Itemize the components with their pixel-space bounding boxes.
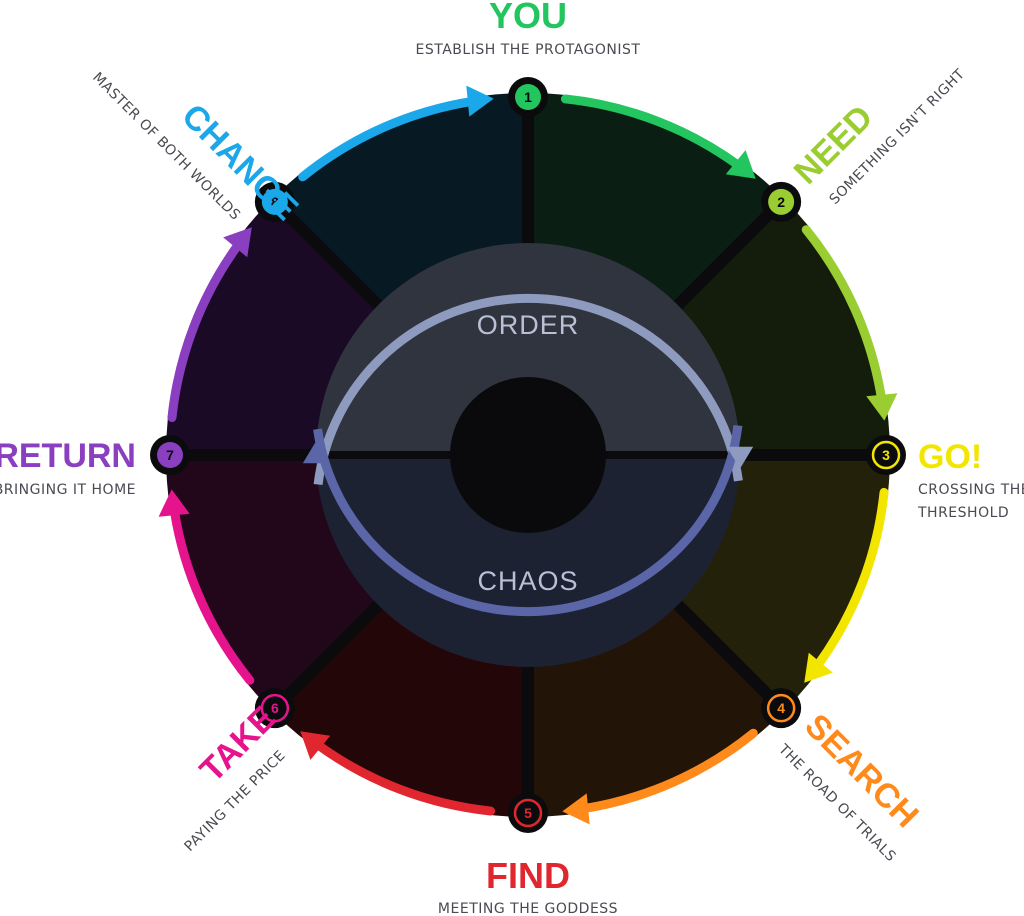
stage-8-arc <box>298 96 477 182</box>
stage-3-arc <box>813 487 889 670</box>
stage-nodes: 1 2 3 4 5 6 7 8 <box>150 77 906 833</box>
stage-1-arc <box>560 94 743 170</box>
stage-3-subtitle-line-2: THRESHOLD <box>917 505 1009 521</box>
stage-4-arrowhead <box>562 793 590 825</box>
stage-3-subtitle-line-1: CROSSING THE <box>918 482 1024 498</box>
stage-5-title: FIND <box>486 855 570 896</box>
chaos-arrowhead <box>302 441 330 464</box>
stage-7-number: 7 <box>166 447 174 463</box>
stage-1-node: 1 <box>508 77 548 117</box>
stage-8-number: 8 <box>271 194 279 210</box>
order-half <box>316 243 740 455</box>
stage-7-node: 7 <box>150 435 190 475</box>
stage-3-number: 3 <box>882 447 890 463</box>
stage-7-arrowhead <box>223 227 252 258</box>
stage-5-arrowhead <box>300 731 331 760</box>
order-label: ORDER <box>477 310 580 340</box>
stage-5-arc <box>313 740 496 816</box>
stage-6-node: 6 <box>254 688 295 729</box>
chaos-label: CHAOS <box>477 566 578 596</box>
stage-1-arrowhead <box>725 150 756 179</box>
stage-4-arc <box>579 728 758 814</box>
stage-7-subtitle: BRINGING IT HOME <box>0 482 136 498</box>
stage-3-node: 3 <box>866 435 906 475</box>
stage-7-title: RETURN <box>0 437 136 475</box>
stage-5-node: 5 <box>508 793 548 833</box>
center-hub <box>450 377 606 533</box>
stage-5-subtitle: MEETING THE GODDESS <box>438 901 618 916</box>
chaos-half <box>316 455 740 667</box>
stage-6-number: 6 <box>271 700 279 716</box>
stage-2-arc <box>801 225 887 404</box>
stage-6-arc <box>169 506 255 685</box>
stage-6-arrowhead <box>158 489 190 517</box>
stage-3-arrowhead <box>804 652 833 683</box>
stage-arc-arrows <box>158 85 898 825</box>
order-arrowhead <box>726 446 754 469</box>
stage-3-title: GO! <box>918 438 982 476</box>
stage-2-arrowhead <box>866 393 898 421</box>
stage-1-number: 1 <box>524 89 532 105</box>
stage-1-title: YOU <box>489 0 567 36</box>
stage-8-arrowhead <box>466 85 494 117</box>
stage-4-number: 4 <box>777 700 785 716</box>
stage-2-number: 2 <box>777 194 785 210</box>
center-disc: ORDER CHAOS <box>302 243 754 667</box>
chaos-ring-arrow <box>313 424 743 617</box>
order-ring-arrow <box>313 293 743 486</box>
stage-4-node: 4 <box>761 688 802 729</box>
stage-2-node: 2 <box>761 181 802 222</box>
stage-5-number: 5 <box>524 805 532 821</box>
stage-7-arc <box>167 240 243 423</box>
stage-8-node: 8 <box>254 181 295 222</box>
stage-1-subtitle: ESTABLISH THE PROTAGONIST <box>416 42 641 58</box>
